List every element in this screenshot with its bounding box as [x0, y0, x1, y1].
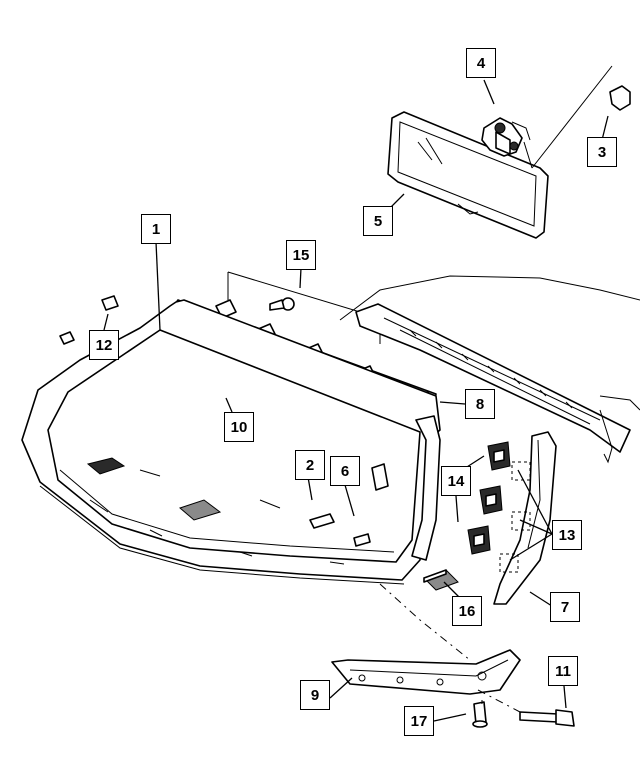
pad-12 [59, 295, 119, 345]
pad-16 [423, 569, 459, 591]
cowl-top [339, 275, 640, 464]
mirror-mount [481, 117, 531, 157]
callout-11: 11 [548, 656, 578, 686]
callout-14: 14 [441, 466, 471, 496]
pad-6 [353, 463, 389, 547]
callout-15: 15 [286, 240, 316, 270]
mirror-button-cover [609, 85, 631, 111]
windshield-frame [21, 299, 441, 585]
callout-4: 4 [466, 48, 496, 78]
a-pillar-trim [493, 431, 557, 605]
callout-6: 6 [330, 456, 360, 486]
callout-2: 2 [295, 450, 325, 480]
pad-2 [309, 513, 335, 529]
retainer-14 [467, 441, 511, 555]
bolt-11 [519, 709, 575, 727]
callout-13: 13 [552, 520, 582, 550]
callout-10: 10 [224, 412, 254, 442]
callout-12: 12 [89, 330, 119, 360]
callout-3: 3 [587, 137, 617, 167]
header-screw [269, 297, 295, 311]
callout-16: 16 [452, 596, 482, 626]
callout-17: 17 [404, 706, 434, 736]
callout-9: 9 [300, 680, 330, 710]
lower-bracket [331, 649, 521, 695]
callout-1: 1 [141, 214, 171, 244]
clip-13 [499, 461, 531, 573]
callout-7: 7 [550, 592, 580, 622]
callout-5: 5 [363, 206, 393, 236]
screw-17 [472, 701, 488, 728]
rearview-mirror [387, 111, 549, 239]
callout-8: 8 [465, 389, 495, 419]
